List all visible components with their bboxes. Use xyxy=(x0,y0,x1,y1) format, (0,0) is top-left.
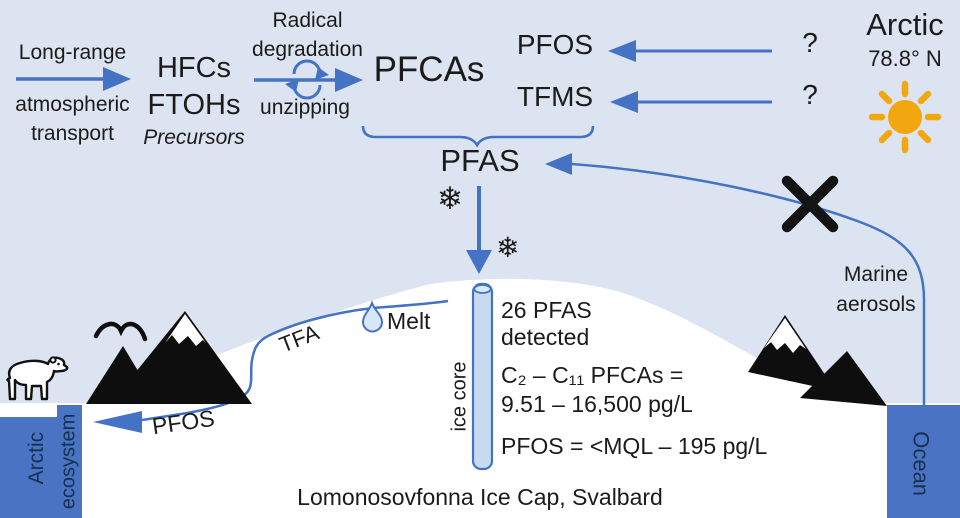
label-unzipping: unzipping xyxy=(260,96,350,119)
melt-droplet-icon xyxy=(361,300,384,333)
label-precursors: Precursors xyxy=(143,126,245,149)
label-arctic: Arctic xyxy=(866,7,944,42)
label-marine: Marine xyxy=(843,263,909,286)
transport-arrow xyxy=(16,67,131,91)
degradation-arrow xyxy=(254,68,363,92)
label-arctic-ecosystem-1: Arctic xyxy=(24,431,48,485)
result-pfas-count-2: detected xyxy=(501,324,590,350)
mountain-right-small xyxy=(800,351,887,406)
unknown-source-mark-1: ? xyxy=(802,27,818,58)
label-pfas: PFAS xyxy=(440,143,520,178)
bird-icon xyxy=(93,321,148,342)
unknown-source-mark-2: ? xyxy=(802,79,818,110)
ice-core-cylinder xyxy=(471,282,494,471)
caption-ice-cap: Lomonosovfonna Ice Cap, Svalbard xyxy=(297,484,663,510)
label-melt: Melt xyxy=(387,308,431,334)
label-tfms: TFMS xyxy=(516,81,594,112)
label-aerosols: aerosols xyxy=(836,293,916,316)
label-latitude: 78.8° N xyxy=(868,46,942,71)
result-pfca-range-2: 9.51 – 16,500 pg/L xyxy=(501,391,693,417)
marine-aerosol-arrow-line xyxy=(571,162,926,405)
arctic-ecosystem-box xyxy=(0,405,82,518)
snowflake-icon: ❄ xyxy=(437,181,463,216)
mountain-left-big xyxy=(110,311,252,404)
label-arctic-ecosystem-2: ecosystem xyxy=(57,413,80,510)
grouping-brace xyxy=(361,125,595,148)
label-ice-core: ice core xyxy=(448,361,471,432)
label-pfcas: PFCAs xyxy=(373,50,485,89)
x-mark-icon xyxy=(781,175,839,233)
label-hfcs: HFCs xyxy=(156,52,232,84)
label-degradation: degradation xyxy=(252,38,363,61)
label-ftohs: FTOHs xyxy=(147,89,241,121)
result-pfos-range: PFOS = <MQL – 195 pg/L xyxy=(501,433,768,459)
label-pfos-top: PFOS xyxy=(516,29,594,60)
tfms-source-arrow xyxy=(610,91,772,113)
recycle-icon xyxy=(285,59,329,100)
ocean-box xyxy=(887,405,960,518)
mountain-right-big xyxy=(748,315,836,391)
label-long-range: Long-range xyxy=(18,41,127,64)
marine-aerosol-arrowhead xyxy=(545,153,572,175)
snow-cap-right xyxy=(764,318,806,353)
label-radical: Radical xyxy=(272,9,343,32)
polar-bear-icon xyxy=(6,356,69,401)
snow-cap-left xyxy=(165,314,206,346)
pfos-source-arrow xyxy=(608,40,772,62)
label-atmospheric: atmospheric xyxy=(15,93,130,116)
result-pfca-range-1: C₂ – C₁₁ PFCAs = xyxy=(501,362,684,388)
sun-icon xyxy=(868,80,942,154)
result-pfas-count: 26 PFAS xyxy=(501,297,592,323)
label-transport: transport xyxy=(31,122,114,145)
runoff-arrowhead xyxy=(93,411,142,433)
snowflake-icon: ❄ xyxy=(496,232,520,263)
deposition-arrow xyxy=(466,186,492,274)
label-ocean: Ocean xyxy=(908,431,934,497)
